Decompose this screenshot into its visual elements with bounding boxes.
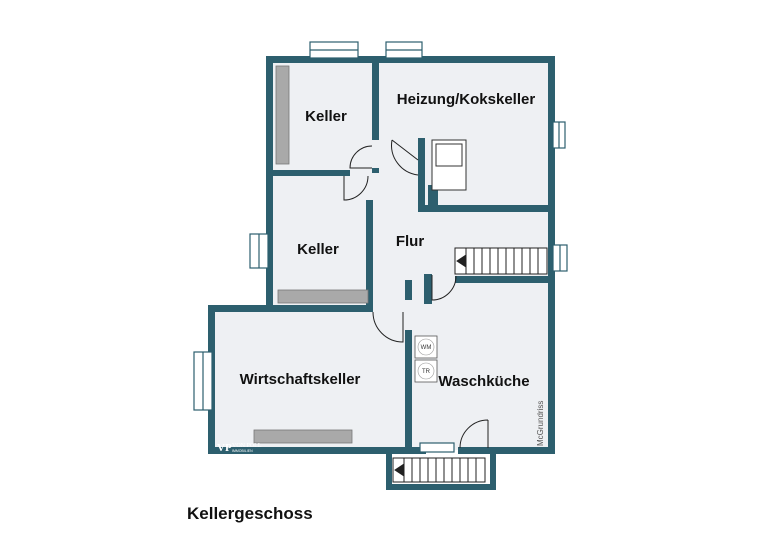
window-bottom-stair [419, 442, 455, 453]
wall-top [266, 56, 555, 63]
wall-keller-top-right [372, 60, 379, 140]
appliances: WM TR [414, 335, 438, 383]
room-label-waschkueche: Waschküche [438, 373, 529, 390]
logo-mark: VP [217, 442, 232, 454]
room-label-heizung: Heizung/Kokskeller [397, 91, 536, 108]
wall-wasch-top [455, 276, 550, 283]
wall-bottom-right [458, 447, 555, 454]
wall-stair-out-right [490, 450, 496, 490]
wall-keller-top-right-lower [372, 168, 379, 173]
wall-flur-stub [424, 274, 432, 304]
shelf-keller-top [275, 65, 290, 165]
dryer-label: TR [422, 369, 431, 375]
wall-wasch-left-lower [405, 330, 412, 454]
door-keller-top [349, 145, 373, 169]
wall-right [548, 56, 555, 454]
shelf-keller-mid [277, 289, 369, 304]
logo-sub: IMMOBILIEN [232, 449, 253, 453]
wall-wasch-left [405, 280, 412, 300]
heating-unit [431, 139, 467, 191]
door-wirtschaft [372, 311, 404, 343]
door-flur-wasch [431, 275, 457, 301]
credit-label: McGrundriss [536, 401, 545, 446]
wall-left-lower-top [208, 305, 274, 312]
shelves [253, 65, 369, 444]
wall-stair-out-left [386, 450, 392, 490]
wall-left-upper [266, 56, 273, 311]
door-exterior [459, 419, 489, 449]
doors [343, 139, 489, 449]
wall-heizung-chimney [428, 185, 438, 205]
room-label-flur: Flur [396, 233, 424, 250]
wall-bottom-door-gap [408, 447, 426, 454]
logo: VP VON POLL IMMOBILIEN [217, 442, 262, 454]
wall-keller-mid-bottom [270, 305, 373, 312]
room-label-keller-mid: Keller [297, 241, 339, 258]
shelf-wirtschaft [253, 429, 353, 444]
wall-bottom-left [208, 447, 413, 454]
wall-between-kellers [270, 170, 350, 176]
room-label-keller-top: Keller [305, 108, 347, 125]
wall-heizung-bottom [418, 205, 550, 212]
wall-heizung-left [418, 138, 425, 210]
staircase-inner [454, 247, 548, 275]
washer-label: WM [421, 345, 432, 351]
windows [193, 41, 568, 453]
room-label-wirtschaftskeller: Wirtschaftskeller [240, 371, 361, 388]
room-labels: Keller Heizung/Kokskeller Keller Flur Wi… [240, 91, 536, 390]
logo-name: VON POLL [232, 443, 262, 449]
door-heizung [391, 139, 419, 176]
wall-keller-mid-right [366, 200, 373, 310]
wall-stair-out-bottom [386, 484, 496, 490]
door-keller-mid [343, 175, 369, 201]
staircase-outer [392, 457, 486, 483]
floor-caption: Kellergeschoss [187, 504, 313, 523]
